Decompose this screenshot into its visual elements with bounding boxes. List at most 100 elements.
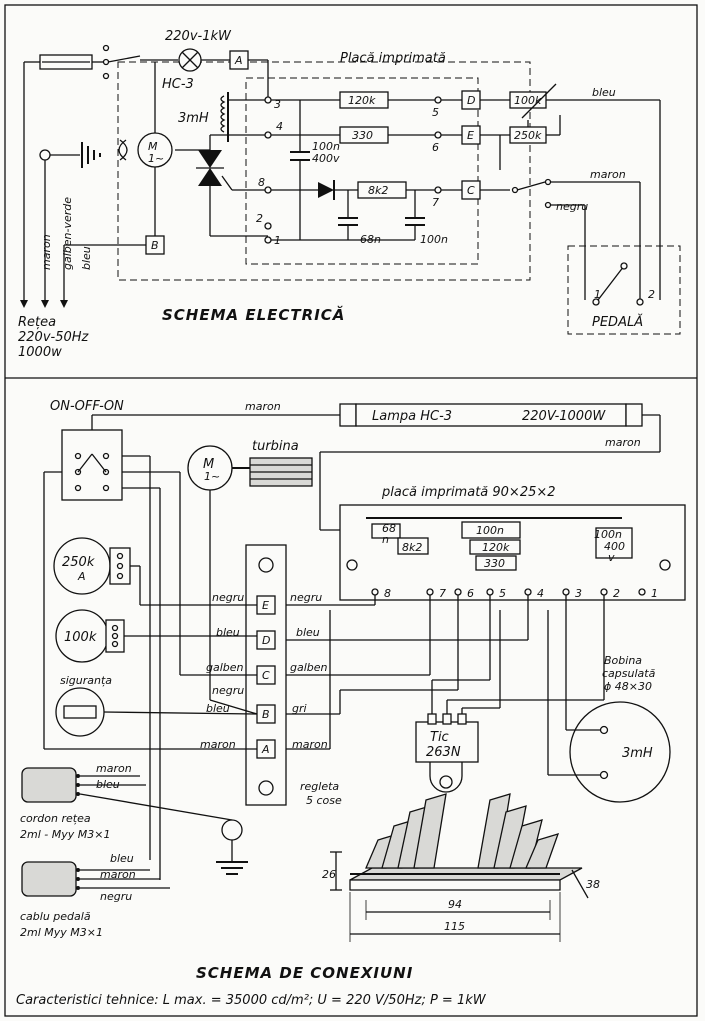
coil-label-1: Bobina [604, 654, 642, 667]
strip-E: E [262, 599, 269, 612]
pedal-1-label: 1 [594, 288, 601, 301]
connection-diagram: ON-OFF-ON Lampa HC-3 220V-1000W maron ma… [16, 399, 686, 1008]
strip-D: D [262, 634, 270, 647]
pcb-pin-8: 8 [384, 587, 391, 600]
pedal-cable-bleu: bleu [110, 852, 134, 865]
triac-body [415, 721, 479, 763]
electrical-title: SCHEMA ELECTRICĂ [162, 305, 345, 324]
node-5-label: 5 [432, 106, 439, 119]
electrical-schematic: 220v-1kW HC-3 A Placă imprimată 3mH M 1~… [18, 29, 681, 360]
pot-100k-label: 100k [64, 630, 97, 645]
motor-m-label: M [203, 457, 214, 472]
strip-E-left: negru [212, 591, 244, 604]
terminal-B-label: B [151, 239, 159, 252]
node-7-label: 7 [432, 196, 439, 209]
strip-C-left: galben [206, 661, 244, 674]
lamp-rating-label: 220v-1kW [165, 29, 232, 44]
coil-label-3: ϕ 48×30 [604, 680, 652, 693]
lamp-tube-label: Lampa HC-3 [372, 409, 452, 424]
cable-maron-label: maron [40, 234, 53, 270]
earth-terminal [221, 819, 243, 841]
pcb-label: Placă imprimată [340, 51, 446, 66]
mains-cable-label-2: 2ml - Myy M3×1 [20, 828, 110, 841]
coil-circle [569, 701, 671, 803]
pedal-cable-label-2: 2ml Myy M3×1 [20, 926, 103, 939]
dim-26: 26 [322, 868, 336, 881]
turbine-label: turbina [252, 439, 299, 454]
node-8-label: 8 [258, 176, 265, 189]
pcb-100n2-label: 100n [594, 528, 622, 541]
pcb-pin-3: 3 [575, 587, 582, 600]
mains-cable [21, 767, 77, 803]
node-6-label: 6 [432, 141, 439, 154]
pot100k-label: 100k [514, 94, 542, 107]
pcb-pins: 8 7 6 5 4 3 2 1 [371, 587, 658, 600]
node-3-label: 3 [274, 98, 281, 111]
strip-name-2: 5 cose [306, 794, 342, 807]
pot-250k-label: 250k [62, 555, 95, 570]
pcb-n-label: n [382, 533, 389, 546]
technical-specs: Caracteristici tehnice: L max. = 35000 c… [16, 993, 487, 1008]
node-4-label: 4 [276, 120, 283, 133]
strip-E-right: negru [290, 591, 322, 604]
r330-label: 330 [352, 129, 373, 142]
device-enclosure [117, 61, 531, 281]
triac-label-2: 263N [426, 745, 461, 760]
pcb-pin-2: 2 [613, 587, 620, 600]
strip-D-left: bleu [216, 626, 240, 639]
lamp-name-label: HC-3 [162, 77, 194, 92]
pcb-120k-label: 120k [482, 541, 510, 554]
heatsink-drawing: 26 38 94 115 [322, 793, 600, 942]
dim-94: 94 [448, 898, 462, 911]
pot250k-label: 250k [514, 129, 542, 142]
pedal-2-label: 2 [648, 288, 655, 301]
terminal-A-label: A [234, 54, 243, 67]
strip-B: B [262, 708, 270, 721]
cap-main-label: 100n [312, 140, 340, 153]
inductor-label: 3mH [178, 111, 209, 126]
dim-115: 115 [444, 920, 465, 933]
triac-label-1: Tic [430, 730, 449, 745]
fuse-label: siguranța [60, 674, 112, 687]
strip-D-right: bleu [296, 626, 320, 639]
cable-galben-label: galben-verde [61, 197, 74, 270]
mains-label-3: 1000w [18, 345, 62, 360]
r120k-label: 120k [348, 94, 376, 107]
terminal-D-label: D [467, 94, 475, 107]
pcb-68-label: 68 [382, 522, 396, 535]
lamp-tube-rating: 220V-1000W [522, 409, 606, 424]
strip-B-left-negru: negru [212, 684, 244, 697]
pedal-cable-maron: maron [100, 868, 136, 881]
coil-value: 3mH [622, 746, 653, 761]
node-2-label: 2 [256, 212, 263, 225]
strip-A: A [261, 743, 270, 756]
mains-label-2: 220v-50Hz [18, 330, 90, 345]
pcb-330-label: 330 [484, 557, 505, 570]
connection-title: SCHEMA DE CONEXIUNI [196, 964, 413, 982]
strip-B-right: gri [292, 702, 307, 715]
cable-bleu-label: bleu [80, 246, 93, 270]
pcb-board-label: placă imprimată 90×25×2 [381, 485, 556, 500]
mains-cable-maron: maron [96, 762, 132, 775]
cap100-label: 100n [420, 233, 448, 246]
sheet-border [4, 4, 698, 1017]
r8k2-label: 8k2 [368, 184, 388, 197]
strip-A-right: maron [292, 738, 328, 751]
lamp-wire-maron-top: maron [245, 400, 281, 413]
pedal-cable-negru: negru [100, 890, 132, 903]
pedal-cable-label-1: cablu pedală [20, 910, 91, 923]
pcb-pin-1: 1 [651, 587, 658, 600]
pcb-pin-7: 7 [439, 587, 446, 600]
motor-sub-label: 1~ [204, 470, 220, 483]
cap68-label: 68n [360, 233, 381, 246]
cap-main-v-label: 400v [312, 152, 340, 165]
pcb-pin-5: 5 [499, 587, 506, 600]
switch-label: ON-OFF-ON [50, 399, 124, 414]
pcb-pin-6: 6 [467, 587, 474, 600]
pedal-enclosure [567, 245, 681, 335]
strip-C: C [262, 669, 270, 682]
strip-A-left: maron [200, 738, 236, 751]
pcb-pin-4: 4 [537, 587, 544, 600]
mains-cable-bleu: bleu [96, 778, 120, 791]
